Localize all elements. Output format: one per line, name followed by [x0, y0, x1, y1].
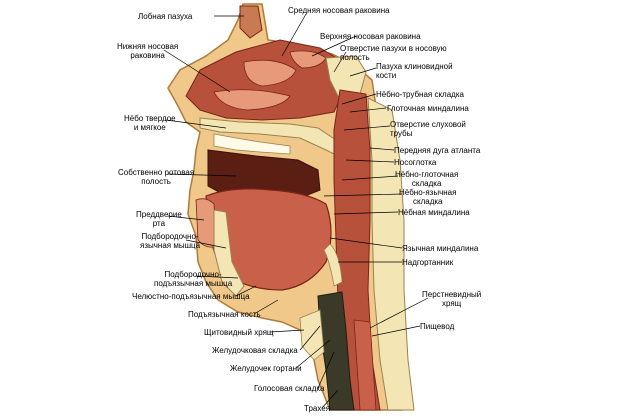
- leader-line: [329, 237, 403, 249]
- label-lingual-tonsil: Язычная миндалина: [402, 244, 479, 253]
- label-sphenoid-sinus: Пазуха клиновидной кости: [376, 62, 453, 80]
- leader-line: [163, 49, 231, 93]
- label-middle-concha: Средняя носовая раковина: [288, 6, 390, 15]
- label-inferior-concha: Нижняя носовая раковина: [117, 42, 179, 60]
- inferior-concha-shape: [213, 89, 291, 111]
- middle-concha-shape: [243, 59, 297, 87]
- leader-line: [317, 351, 335, 389]
- label-pharyngeal-tonsil: Глоточная миндалина: [387, 104, 469, 113]
- label-hyoid-bone: Подъязычная кость: [188, 310, 261, 319]
- label-superior-concha: Верхняя носовая раковина: [320, 32, 421, 41]
- leader-line: [333, 211, 399, 215]
- label-geniohyoid-muscle-2: Подбородочно- подъязычная мышца: [154, 270, 233, 288]
- leader-line: [281, 13, 307, 57]
- esophagus-shape: [353, 319, 377, 411]
- leader-line: [253, 299, 279, 315]
- leader-line: [311, 35, 357, 57]
- leader-line: [345, 159, 395, 163]
- superior-concha-shape: [289, 50, 327, 69]
- leader-line: [235, 285, 257, 297]
- label-trachea: Трахея: [304, 404, 331, 413]
- leader-line: [369, 147, 395, 151]
- label-palatine-tonsil: Нёбная миндалина: [398, 208, 470, 217]
- leader-line: [349, 67, 377, 77]
- label-hard-soft-palate: Нёбо твердое и мягкое: [124, 114, 176, 132]
- label-atlas-arch: Передняя дуга атланта: [394, 146, 481, 155]
- label-salpingopalatine-fold: Нёбно-трубная складка: [376, 90, 464, 99]
- leader-line: [165, 119, 227, 129]
- frontal-sinus-region: [239, 5, 263, 39]
- leader-line: [341, 175, 399, 181]
- leader-line: [295, 339, 331, 369]
- leader-line: [349, 107, 387, 113]
- palate: [199, 117, 339, 157]
- label-epiglottis: Надгортанник: [402, 258, 454, 267]
- leader-line: [341, 93, 377, 105]
- leader-line: [167, 215, 205, 221]
- leader-line: [195, 275, 239, 279]
- upper-teeth: [213, 133, 291, 155]
- leader-line: [269, 329, 305, 333]
- label-arytenoid-cartilage: Перстневидный хрящ: [422, 290, 482, 308]
- label-esophagus: Пищевод: [420, 322, 455, 331]
- label-vocal-fold: Голосовая складка: [254, 384, 325, 393]
- mandible: [213, 209, 245, 297]
- epiglottis-shape: [323, 243, 343, 287]
- label-frontal-sinus: Лобная пазуха: [138, 12, 193, 21]
- leader-lines: [163, 13, 429, 409]
- label-oral-cavity-proper: Собственно ротовая полость: [118, 168, 195, 186]
- leader-line: [167, 173, 237, 177]
- label-thyroid-cartilage: Щитовидный хрящ: [204, 328, 274, 337]
- label-auditory-tube-opening: Отверстие слуховой трубы: [390, 120, 466, 138]
- leader-line: [185, 239, 227, 249]
- label-oral-vestibule: Преддверие рта: [136, 210, 182, 228]
- leader-line: [333, 51, 347, 73]
- label-palatopharyngeal-fold: Нёбно-глоточная складка: [395, 170, 459, 188]
- leader-line: [321, 389, 339, 409]
- vertebral-column: [367, 97, 415, 411]
- leader-line: [343, 125, 391, 131]
- leader-line: [369, 297, 429, 329]
- label-laryngeal-ventricle: Желудочек гортани: [230, 364, 302, 373]
- label-ventricular-fold: Желудочковая складка: [212, 346, 298, 355]
- oral-cavity: [207, 149, 321, 201]
- label-sinus-opening: Отверстие пазухи в носовую полость: [340, 44, 447, 62]
- label-nasopharynx: Носоглотка: [394, 158, 437, 167]
- leader-line: [371, 325, 421, 337]
- label-palatoglossal-fold: Нёбно-язычная складка: [399, 188, 457, 206]
- label-geniohyoid-muscle: Подбородочно- язычная мышца: [140, 232, 201, 250]
- label-mylohyoid-muscle: Челюстно-подъязычная мышца: [132, 292, 250, 301]
- leader-line: [323, 193, 403, 197]
- leader-line: [299, 325, 321, 351]
- thyroid-cartilage-shape: [299, 309, 325, 361]
